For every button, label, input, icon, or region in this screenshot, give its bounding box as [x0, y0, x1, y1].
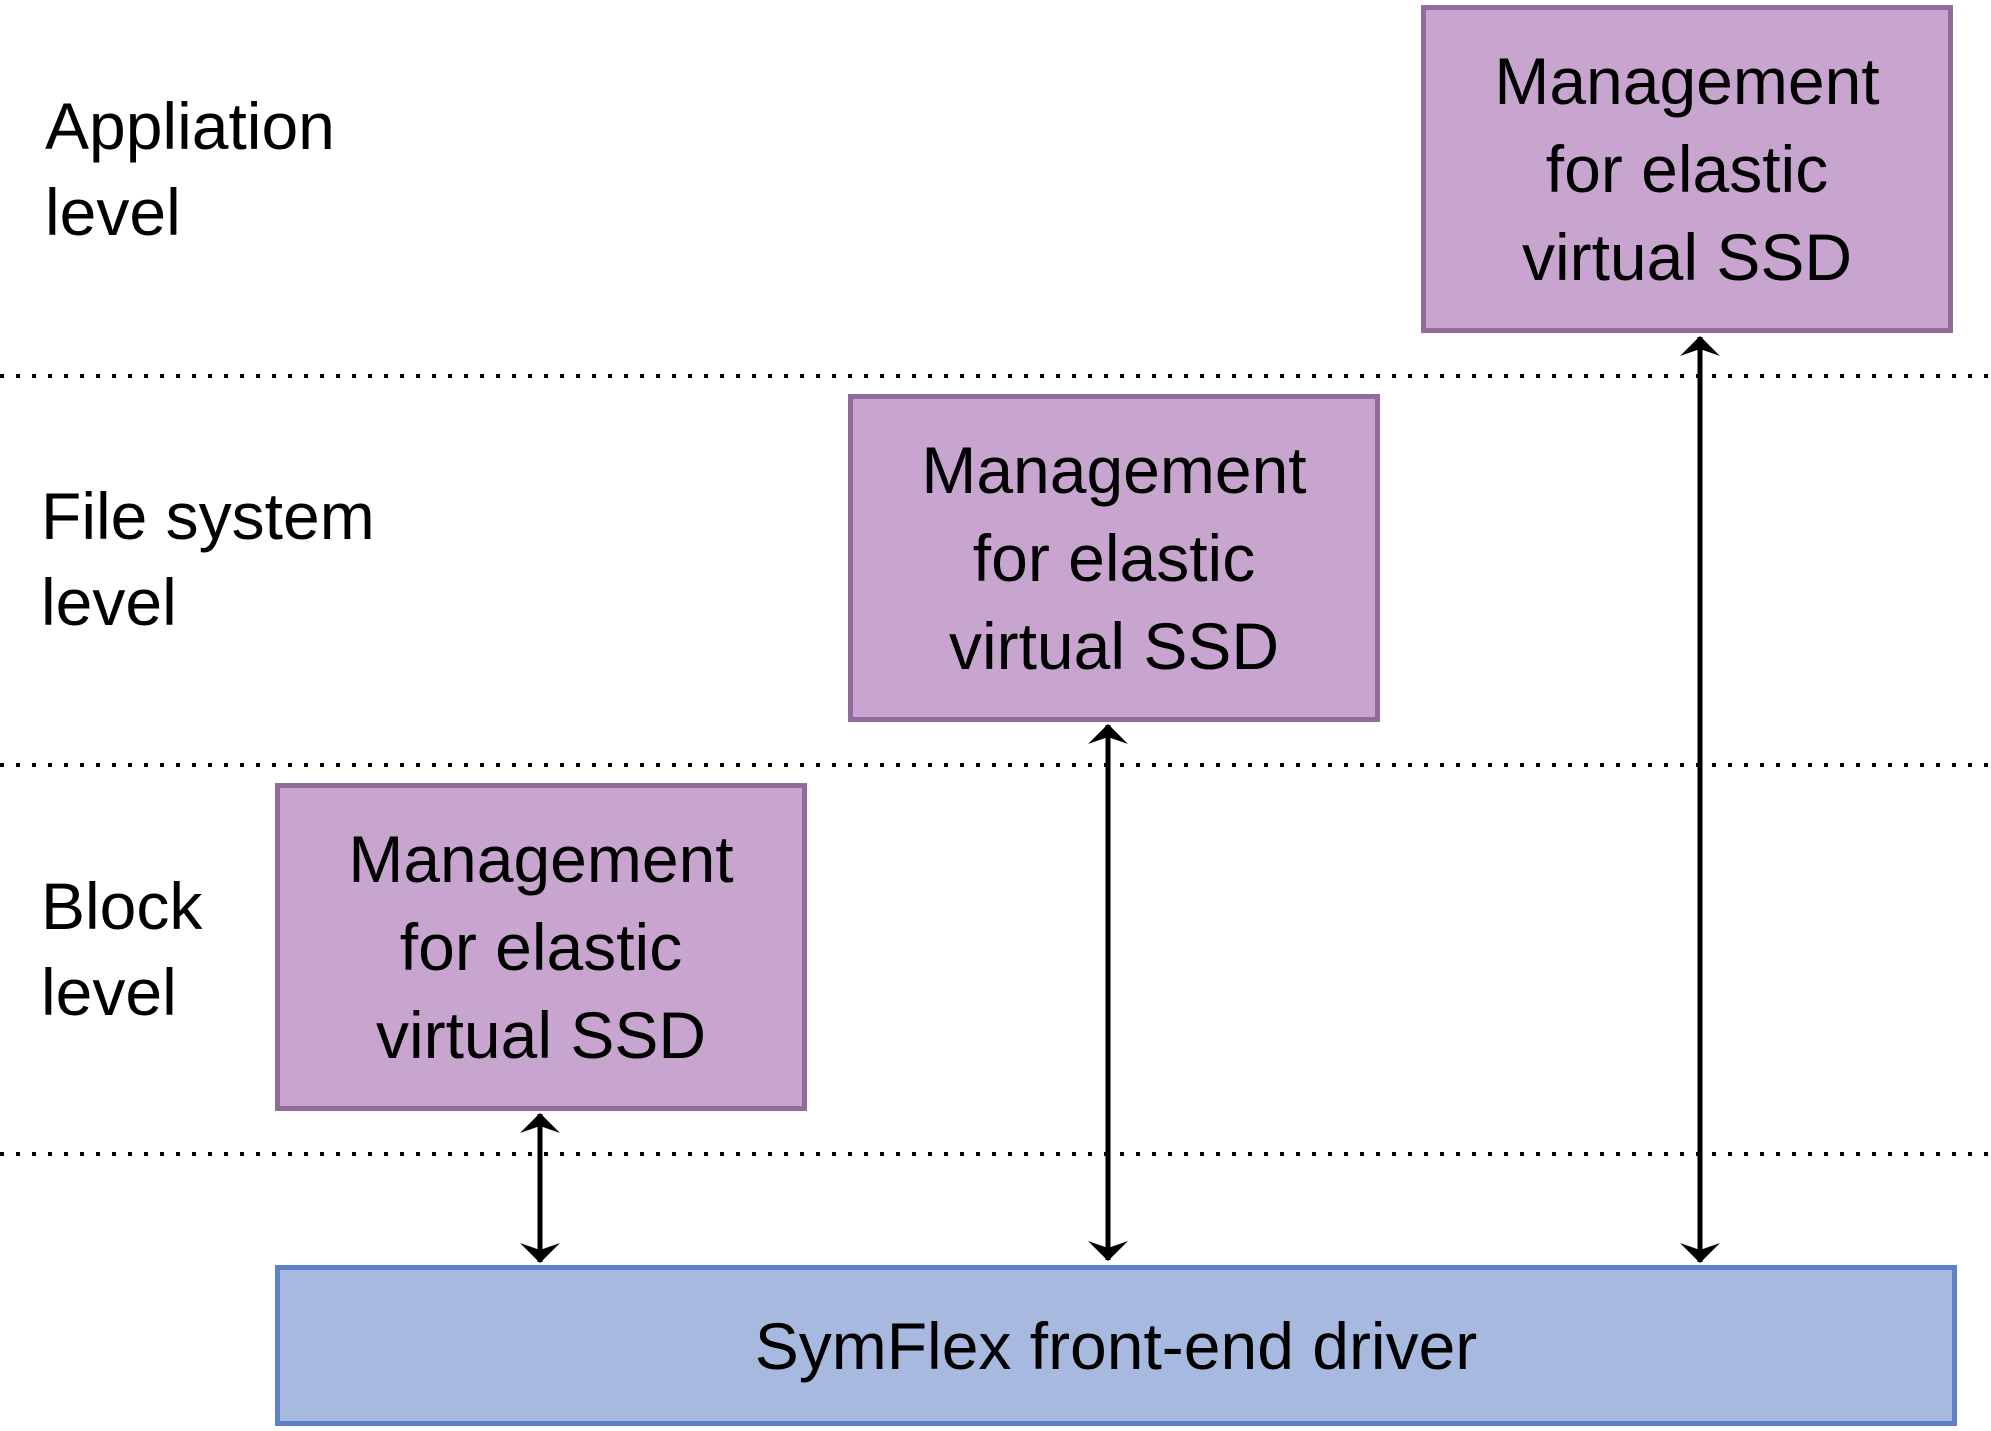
- level-label-line: Appliation: [45, 89, 335, 163]
- level-label-application: Appliation level: [45, 83, 335, 255]
- box-text-line: for elastic: [1545, 132, 1829, 206]
- management-box-file-system: Management for elastic virtual SSD: [848, 394, 1380, 722]
- level-label-line: level: [41, 565, 177, 639]
- symflex-driver-box: SymFlex front-end driver: [275, 1265, 1957, 1426]
- box-text-line: for elastic: [399, 910, 683, 984]
- level-label-line: Block: [41, 869, 203, 943]
- driver-label: SymFlex front-end driver: [754, 1308, 1478, 1383]
- box-text-line: virtual SSD: [375, 998, 707, 1072]
- level-label-line: level: [41, 955, 177, 1029]
- level-label-block: Block level: [41, 863, 202, 1035]
- box-text-line: virtual SSD: [948, 609, 1280, 683]
- box-text-line: Management: [1494, 44, 1880, 118]
- level-label-line: File system: [41, 479, 375, 553]
- box-text-line: for elastic: [972, 521, 1256, 595]
- level-label-line: level: [45, 175, 181, 249]
- level-label-file-system: File system level: [41, 473, 375, 645]
- box-text-line: Management: [348, 822, 734, 896]
- box-text-line: virtual SSD: [1521, 220, 1853, 294]
- management-box-application: Management for elastic virtual SSD: [1421, 5, 1953, 333]
- management-box-block: Management for elastic virtual SSD: [275, 783, 807, 1111]
- box-text-line: Management: [921, 433, 1307, 507]
